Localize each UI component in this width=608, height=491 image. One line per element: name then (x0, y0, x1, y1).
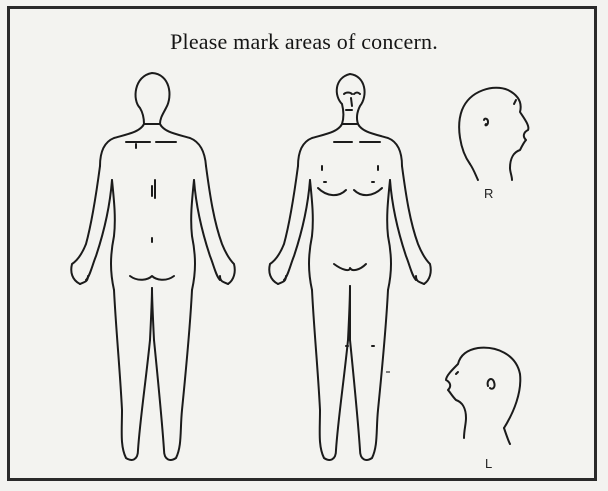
front-view-figure[interactable] (269, 74, 430, 460)
head-profile-right[interactable] (459, 88, 528, 180)
back-view-figure[interactable] (71, 73, 234, 460)
left-side-label: L (485, 456, 492, 471)
right-side-label: R (484, 186, 493, 201)
head-profile-left[interactable] (446, 348, 520, 444)
